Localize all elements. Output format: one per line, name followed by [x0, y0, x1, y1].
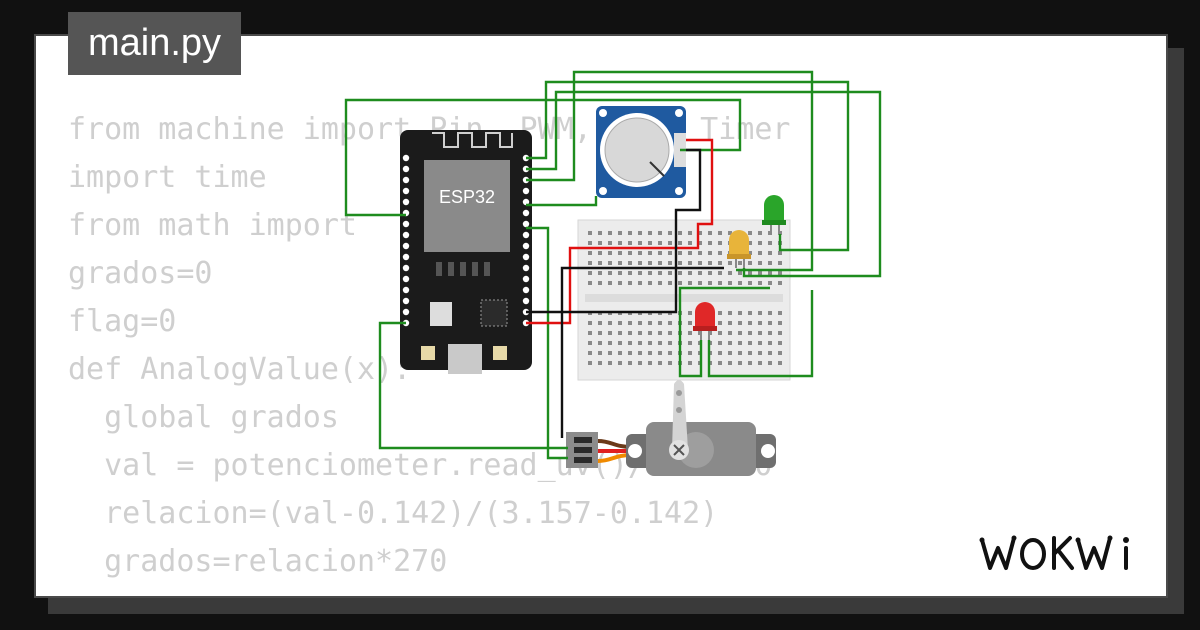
code-line: grados=0	[68, 256, 213, 291]
servo-motor[interactable]	[566, 380, 776, 476]
code-line: from math import	[68, 208, 357, 243]
esp32-board[interactable]: ESP32	[400, 130, 532, 374]
yellow-led[interactable]	[727, 230, 751, 268]
code-line: import time	[68, 160, 267, 195]
wires	[344, 70, 882, 460]
code-line: relacion=(val-0.142)/(3.157-0.142)	[68, 496, 719, 531]
code-line: print("grados: ", grados)	[68, 586, 790, 596]
board-label: ESP32	[439, 187, 495, 207]
code-line: def AnalogValue(x):	[68, 352, 412, 387]
wokwi-logo	[979, 535, 1129, 570]
breadboard[interactable]	[577, 219, 791, 381]
green-led[interactable]	[762, 195, 786, 234]
code-line: flag=0	[68, 304, 177, 339]
code-line: global grados	[68, 400, 339, 435]
code-line: grados=relacion*270	[68, 544, 448, 579]
red-led[interactable]	[693, 302, 717, 340]
file-tab[interactable]: main.py	[68, 12, 241, 75]
potentiometer[interactable]	[596, 106, 686, 198]
